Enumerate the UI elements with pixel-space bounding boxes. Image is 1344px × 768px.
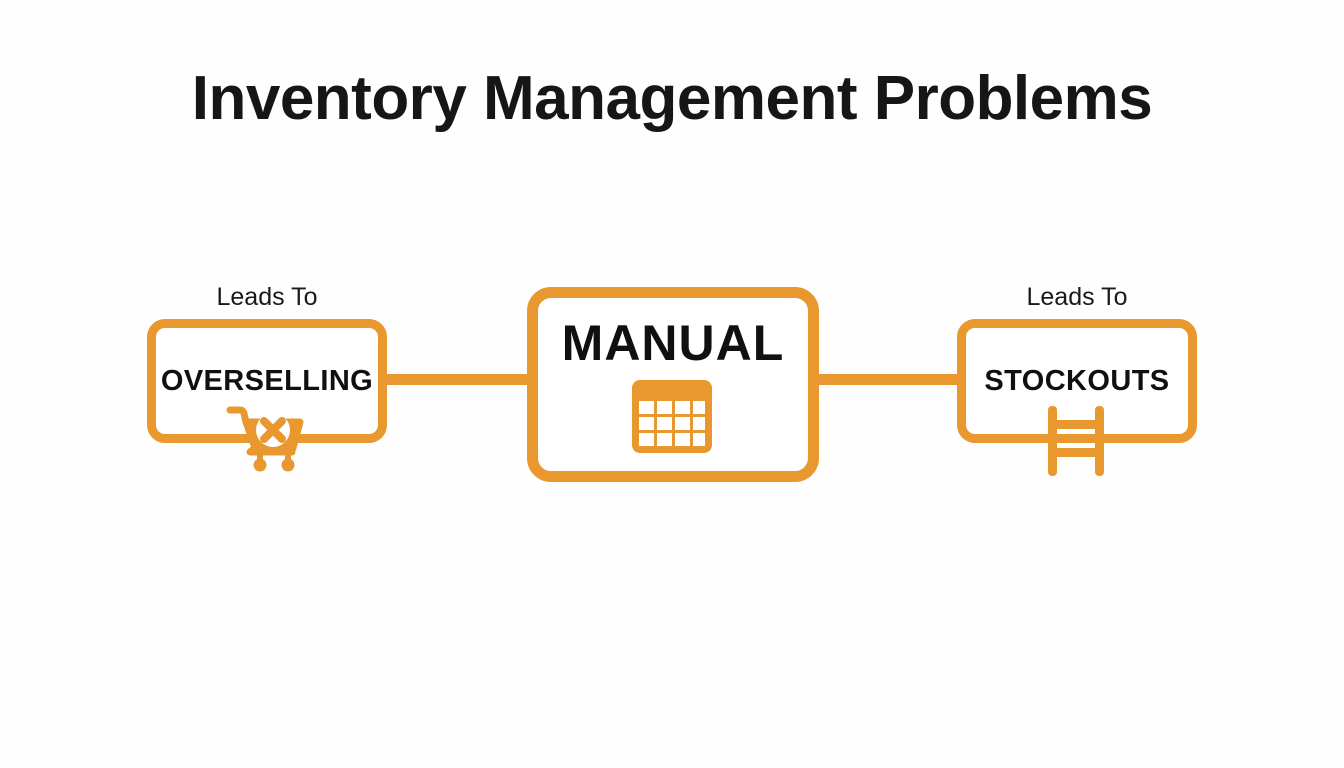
spreadsheet-grid-icon xyxy=(631,379,713,454)
node-overselling-label: OVERSELLING xyxy=(160,364,374,397)
connector-manual-to-overselling xyxy=(381,374,533,385)
connector-label-left: Leads To xyxy=(216,283,318,311)
page-title: Inventory Management Problems xyxy=(191,64,1153,133)
node-overselling[interactable]: OVERSELLING xyxy=(147,319,387,443)
node-manual-label: MANUAL xyxy=(561,315,785,371)
shopping-cart-x-icon xyxy=(226,402,312,474)
connector-label-right: Leads To xyxy=(1026,283,1128,311)
node-stockouts-label: STOCKOUTS xyxy=(984,364,1170,397)
empty-shelf-icon xyxy=(1034,404,1118,478)
connector-manual-to-stockouts xyxy=(812,374,963,385)
